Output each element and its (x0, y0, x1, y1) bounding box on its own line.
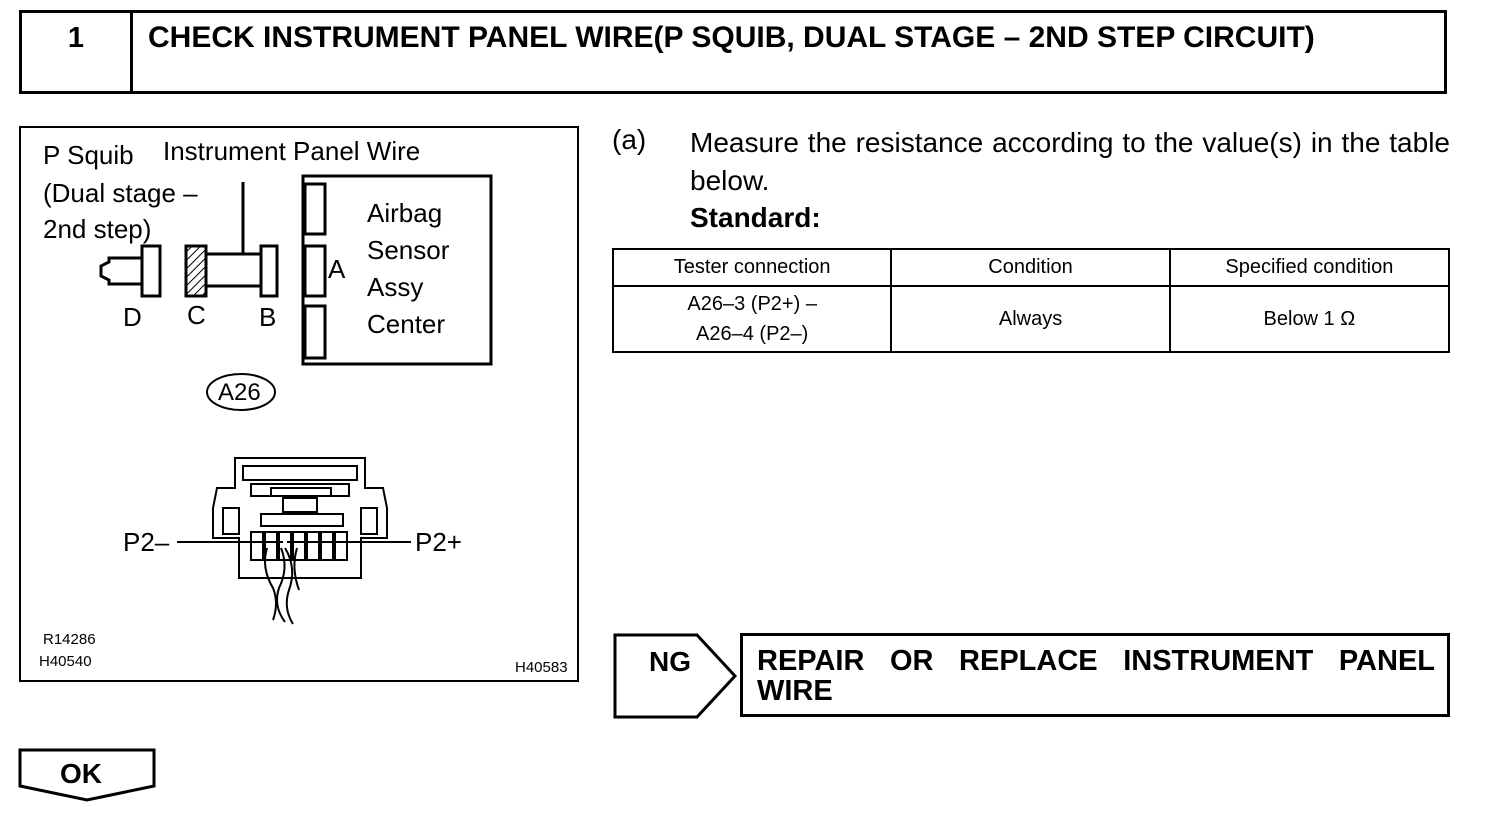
table-header-condition: Condition (890, 248, 1171, 287)
tester-line-1: A26–3 (P2+) – (687, 293, 817, 315)
substep-marker: (a) (612, 124, 647, 155)
connector-c-shape (184, 244, 208, 298)
ng-action-text: REPAIR OR REPLACE INSTRUMENT PANEL WIRE (757, 645, 1435, 707)
connector-c-label: C (187, 300, 206, 330)
airbag-label-4: Center (367, 309, 446, 339)
step-header: 1 CHECK INSTRUMENT PANEL WIRE(P SQUIB, D… (19, 10, 1447, 94)
figure-code-2: H40540 (39, 653, 92, 670)
ok-arrow-icon (18, 748, 156, 802)
squib-plug (99, 256, 142, 286)
airbag-sensor-box (301, 174, 493, 366)
spec-table: Tester connection Condition Specified co… (611, 248, 1451, 353)
figure-code-1: R14286 (43, 631, 96, 648)
connector-id-label: A26 (218, 379, 261, 406)
figure-code-3: H40583 (515, 659, 568, 676)
p-squib-label-2: (Dual stage – (43, 178, 198, 208)
p-squib-label-3: 2nd step) (43, 214, 152, 244)
table-cell-specified: Below 1 Ω (1168, 285, 1451, 353)
connector-a-label: A (328, 254, 346, 284)
airbag-label-3: Assy (367, 272, 424, 302)
table-header-specified: Specified condition (1168, 248, 1451, 287)
table-header-row: Tester connection Condition Specified co… (611, 248, 1451, 287)
airbag-label-2: Sensor (367, 235, 450, 265)
sensor-terminal-a (303, 244, 327, 298)
connector-d-label: D (123, 302, 142, 332)
instruction-text: Measure the resistance according to the … (690, 127, 1450, 196)
standard-label: Standard: (690, 202, 821, 233)
p-squib-label: P Squib (43, 140, 134, 170)
connector-b-shape (259, 244, 279, 298)
connector-face (212, 457, 388, 625)
ok-label: OK (60, 758, 102, 789)
table-cell-condition: Always (890, 285, 1171, 353)
connector-id-oval (206, 373, 276, 411)
table-row: A26–3 (P2+) – A26–4 (P2–) Always Below 1… (611, 285, 1451, 353)
airbag-label-1: Airbag (367, 198, 443, 228)
connector-b-label: B (259, 302, 277, 332)
ng-label: NG (649, 646, 691, 677)
p2-minus-label: P2– (123, 527, 170, 557)
step-title: CHECK INSTRUMENT PANEL WIRE(P SQUIB, DUA… (148, 21, 1315, 54)
connector-d-shape (140, 244, 162, 298)
table-header-tester: Tester connection (611, 248, 893, 287)
p2-plus-label: P2+ (415, 527, 462, 557)
step-number: 1 (22, 13, 133, 91)
wiring-diagram (99, 174, 493, 625)
sensor-terminal-3 (303, 304, 327, 360)
sensor-terminal-1 (303, 182, 327, 236)
instrument-panel-wire-label: Instrument Panel Wire (163, 136, 421, 166)
wiring-figure: P Squib (Dual stage – 2nd step) Instrume… (19, 126, 579, 682)
table-cell-tester: A26–3 (P2+) – A26–4 (P2–) (611, 285, 893, 353)
ng-action-box: REPAIR OR REPLACE INSTRUMENT PANEL WIRE (740, 633, 1450, 717)
ng-arrow-icon (613, 633, 738, 719)
tester-line-2: A26–4 (P2–) (696, 323, 809, 345)
